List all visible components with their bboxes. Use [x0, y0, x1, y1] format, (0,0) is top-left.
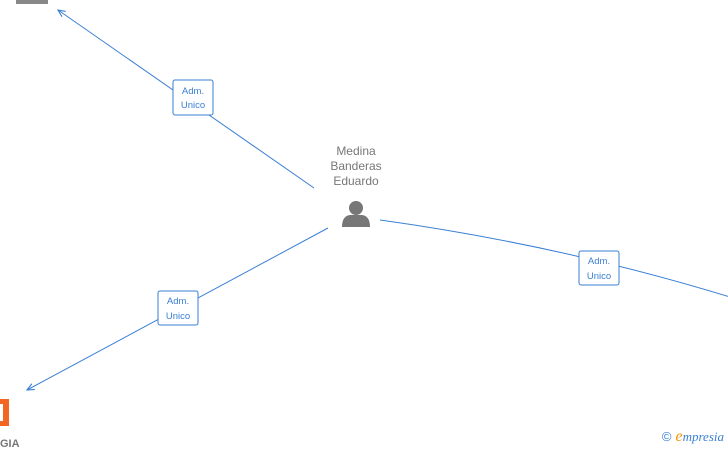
person-name-line: Medina [336, 144, 376, 158]
brand-rest: mpresia [682, 429, 724, 444]
edge-label-line: Unico [587, 271, 611, 282]
edge-label-line: Adm. [182, 86, 204, 97]
person-name-line: Banderas [330, 159, 382, 173]
edge-label-line: Adm. [167, 296, 189, 307]
building-icon[interactable] [0, 399, 9, 426]
company-name-partial[interactable]: GIA [0, 438, 20, 450]
edge-label-line: Unico [166, 311, 190, 322]
person-icon[interactable] [342, 201, 370, 227]
edge-label-line: Adm. [588, 256, 610, 267]
edge-label-line: Unico [181, 100, 205, 111]
person-name-line: Eduardo [333, 174, 379, 188]
edge-label-right[interactable]: Adm. Unico [578, 250, 620, 286]
brand-initial: e [675, 428, 683, 445]
building-icon[interactable] [16, 0, 48, 4]
edge-to-right-company [379, 219, 728, 297]
person-name[interactable]: Medina Banderas Eduardo [296, 144, 416, 189]
empresia-watermark: ©empresia [662, 428, 724, 446]
edge-label-bottom[interactable]: Adm. Unico [157, 290, 199, 326]
edge-label-top[interactable]: Adm. Unico [172, 79, 214, 116]
copyright-symbol: © [661, 429, 672, 444]
